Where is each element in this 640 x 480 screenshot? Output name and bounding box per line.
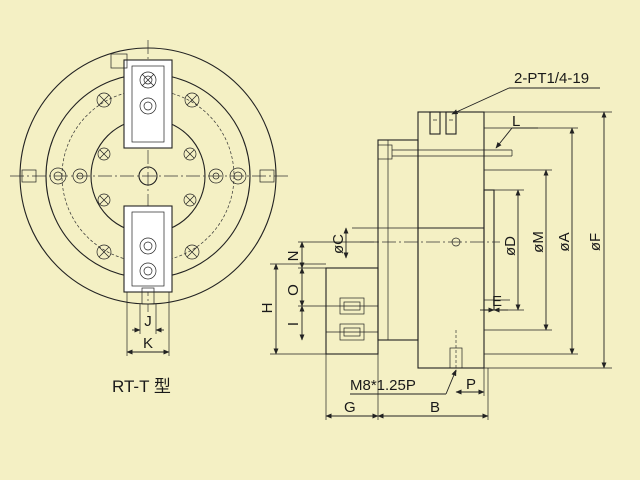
thread-label: M8*1.25P [350, 377, 416, 394]
dim-label-F: øF [587, 233, 604, 251]
dim-label-L: L [512, 113, 520, 130]
dim-label-B: B [430, 399, 440, 416]
dim-label-O: O [285, 284, 302, 296]
dim-label-G: G [344, 399, 356, 416]
model-caption: RT-T 型 [112, 377, 171, 396]
dim-label-E: E [492, 293, 502, 310]
dim-label-P: P [466, 376, 476, 393]
dim-label-D: øD [502, 236, 519, 256]
front-view: J K [10, 40, 290, 356]
jk-dimensions [126, 292, 170, 356]
dim-label-N: N [285, 251, 302, 262]
dim-label-J: J [144, 313, 152, 330]
lower-jaw [123, 205, 173, 305]
dim-label-H: H [259, 303, 276, 314]
dim-label-K: K [143, 335, 153, 352]
dim-label-I: I [285, 322, 302, 326]
side-view [270, 87, 612, 420]
port-label: 2-PT1/4-19 [514, 70, 589, 87]
upper-jaw [110, 53, 173, 149]
bolt-holes [21, 92, 275, 260]
dim-label-C: øC [330, 234, 347, 254]
dim-label-M: øM [530, 231, 547, 253]
dim-label-A: øA [556, 232, 573, 251]
